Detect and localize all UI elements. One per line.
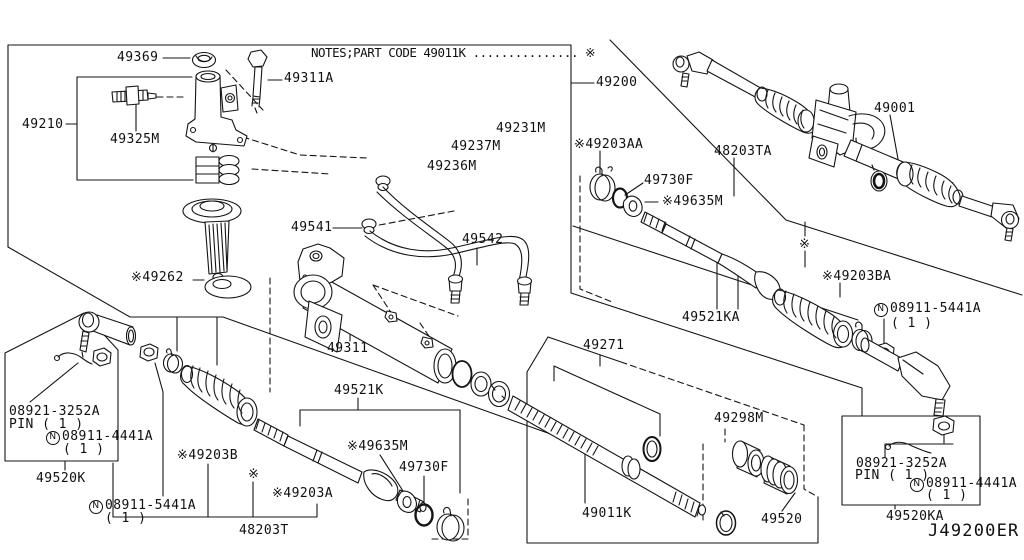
qty-label: ( 1 ) [105, 511, 147, 526]
part-label-49203ba: ※49203BA [822, 269, 892, 284]
circled-n-icon: N [910, 478, 924, 492]
part-label-49298m: 49298M [714, 411, 764, 426]
part-label-49001: 49001 [874, 101, 916, 116]
part-label-08921-3252a-right: 08921-3252A [856, 456, 948, 471]
mount-bushings [731, 440, 799, 495]
part-label-49203a: ※49203A [272, 486, 334, 501]
asterisk-mark-right: ※ [799, 237, 811, 252]
complete-gear-assembly [672, 51, 1020, 242]
gear-housing [293, 243, 457, 384]
part-label-49521k: 49521K [334, 383, 384, 398]
qty-label: ( 1 ) [891, 316, 933, 331]
part-label-49200: 49200 [596, 75, 638, 90]
inner-socket-lower [253, 418, 465, 542]
left-box-parts [53, 347, 112, 367]
part-label-49520: 49520 [761, 512, 803, 527]
part-label-49237m: 49237M [451, 139, 501, 154]
valve-assembly [111, 49, 268, 299]
part-label-49635m-upper: ※49635M [662, 194, 724, 209]
part-label-49325m: 49325M [110, 132, 160, 147]
part-label-49730f-lower: 49730F [399, 460, 449, 475]
part-label-49635m-lower: ※49635M [347, 439, 409, 454]
part-label-49520k: 49520K [36, 471, 86, 486]
part-label-48203t: 48203T [239, 523, 289, 538]
part-label-49520ka: 49520KA [886, 509, 944, 524]
upper-mid-group [589, 166, 781, 300]
right-tie-rod-group [860, 337, 955, 454]
seal-rings [451, 360, 511, 408]
notes-text: NOTES;PART CODE 49011K ............... ※ [311, 45, 595, 60]
pin-qty-right: PIN ( 1 ) [855, 468, 930, 483]
circled-n-icon: N [46, 431, 60, 445]
part-label-48203ta: 48203TA [714, 144, 772, 159]
part-label-49203aa: ※49203AA [574, 137, 644, 152]
part-label-49542: 49542 [462, 232, 504, 247]
part-label-49730f-upper: 49730F [644, 173, 694, 188]
part-label-49231m: 49231M [496, 121, 546, 136]
circled-n-icon: N [89, 500, 103, 514]
part-label-49011k: 49011K [582, 506, 632, 521]
pin-qty-left: PIN ( 1 ) [9, 417, 84, 432]
circled-n-icon: N [874, 303, 888, 317]
part-label-49521ka: 49521KA [682, 310, 740, 325]
part-label-49541: 49541 [291, 220, 333, 235]
asterisk-mark-left: ※ [248, 467, 260, 482]
part-label-49369: 49369 [117, 50, 159, 65]
part-label-49271: 49271 [583, 338, 625, 353]
part-label-49311: 49311 [327, 341, 369, 356]
part-label-49311a: 49311A [284, 71, 334, 86]
part-label-08921-3252a-left: 08921-3252A [9, 404, 101, 419]
drawing-code: J49200ER [928, 521, 1020, 541]
qty-label: ( 1 ) [926, 488, 968, 503]
qty-label: ( 1 ) [63, 442, 105, 457]
hydraulic-pipes [361, 175, 533, 306]
part-label-49210: 49210 [22, 117, 64, 132]
part-label-49236m: 49236M [427, 159, 477, 174]
rack-shaft [507, 395, 737, 536]
section-borders [4, 39, 1023, 544]
leader-lines [29, 57, 954, 518]
left-tie-rod-group [78, 311, 258, 427]
part-label-49203b: ※49203B [177, 448, 239, 463]
part-label-49262: ※49262 [131, 270, 184, 285]
